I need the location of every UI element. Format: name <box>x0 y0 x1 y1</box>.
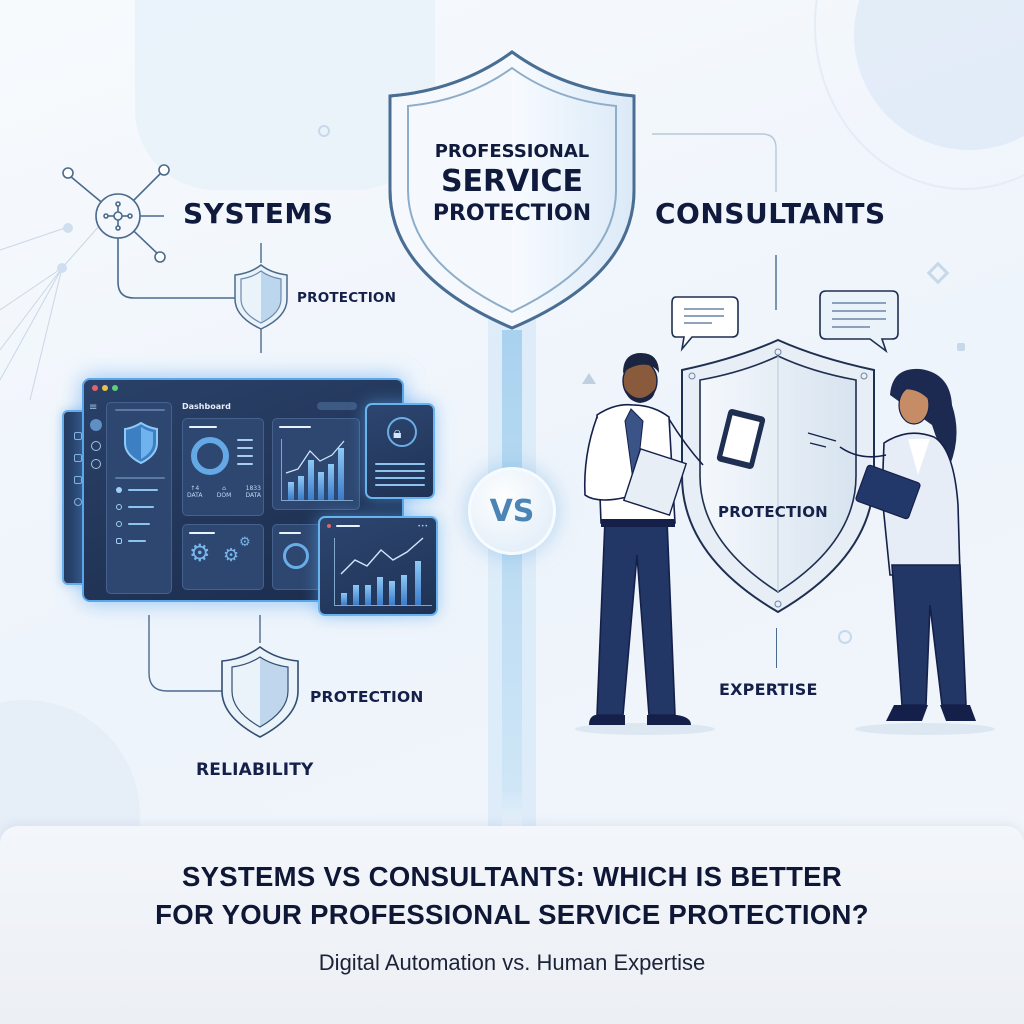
settings-icon[interactable] <box>91 459 101 469</box>
gear-icon: ⚙ <box>239 535 251 550</box>
network-hub-icon <box>62 164 240 299</box>
consultants-heading: CONSULTANTS <box>655 197 886 230</box>
consultants-protection-label: PROTECTION <box>718 503 828 521</box>
systems-heading: SYSTEMS <box>183 197 334 230</box>
shield-icon <box>221 646 299 738</box>
male-consultant-illustration <box>575 353 715 735</box>
footer-title-line2: FOR YOUR PROFESSIONAL SERVICE PROTECTION… <box>155 899 869 930</box>
tablet-icon <box>716 409 766 469</box>
stat-value: 1833 <box>245 485 261 492</box>
network-lines-decoration <box>0 223 101 401</box>
window-dot-yellow <box>102 385 108 391</box>
window-dot-green <box>112 385 118 391</box>
center-shield-line3: PROTECTION <box>432 201 592 226</box>
footer-subtitle: Digital Automation vs. Human Expertise <box>318 950 706 975</box>
shield-icon <box>234 243 288 353</box>
connector-line <box>776 628 778 668</box>
menu-icon[interactable]: ≡ <box>89 402 98 413</box>
center-shield-line1: PROFESSIONAL <box>434 141 590 162</box>
diamond-decoration <box>926 261 950 285</box>
gears-panel: ⚙ ⚙ ⚙ <box>182 524 264 590</box>
gear-icon: ⚙ <box>223 545 240 566</box>
bar-chart-panel <box>272 418 360 510</box>
dashboard-title: Dashboard <box>182 402 231 411</box>
vs-badge: VS <box>468 467 556 555</box>
footer-title: SYSTEMS VS CONSULTANTS: WHICH IS BETTER … <box>0 858 1024 934</box>
line-bar-chart <box>334 537 432 606</box>
clock-icon[interactable] <box>91 441 101 451</box>
female-consultant-illustration <box>807 368 995 735</box>
lock-icon: 🔒︎ <box>393 423 402 442</box>
gauge-icon <box>283 543 309 569</box>
shield-icon <box>124 421 158 465</box>
systems-protection-label: PROTECTION <box>297 290 397 306</box>
circle-decoration <box>318 125 330 137</box>
stat-label: DATA <box>187 492 203 499</box>
square-decoration <box>957 343 965 351</box>
center-shield-line2: SERVICE <box>440 164 584 199</box>
window-controls <box>92 385 118 391</box>
lock-card: 🔒︎ <box>365 403 435 499</box>
gauge-panel <box>272 524 322 590</box>
speech-bubble-icon <box>819 290 899 354</box>
footer-title-line1: SYSTEMS VS CONSULTANTS: WHICH IS BETTER <box>181 861 842 892</box>
connector-lines <box>148 615 261 692</box>
home-icon[interactable] <box>90 419 102 431</box>
gear-icon: ⚙ <box>189 539 211 567</box>
large-shield-icon <box>388 50 636 330</box>
systems-protection-label-2: PROTECTION <box>310 688 424 706</box>
analytics-card: ••• <box>318 516 438 616</box>
background-blob <box>135 0 435 190</box>
stat-label: DATA <box>245 492 261 499</box>
connector-lines <box>652 133 777 310</box>
expertise-label: EXPERTISE <box>719 680 818 699</box>
speech-bubble-icon <box>671 296 739 352</box>
stat-value: ⌂ <box>222 485 226 492</box>
window-dot-red <box>92 385 98 391</box>
stat-value: ↑4 <box>190 485 200 492</box>
circle-decoration <box>838 630 852 644</box>
triangle-decoration <box>582 373 596 384</box>
stat-label: DOM <box>216 492 232 499</box>
reliability-label: RELIABILITY <box>196 760 314 780</box>
dashboard-search-pill[interactable] <box>317 402 357 410</box>
bar-chart <box>281 439 353 501</box>
security-panel <box>106 402 172 594</box>
dashboard-sidebar: ≡ <box>88 398 106 598</box>
footer-banner: SYSTEMS VS CONSULTANTS: WHICH IS BETTER … <box>0 826 1024 1024</box>
center-divider <box>502 330 522 840</box>
donut-chart <box>191 437 229 475</box>
